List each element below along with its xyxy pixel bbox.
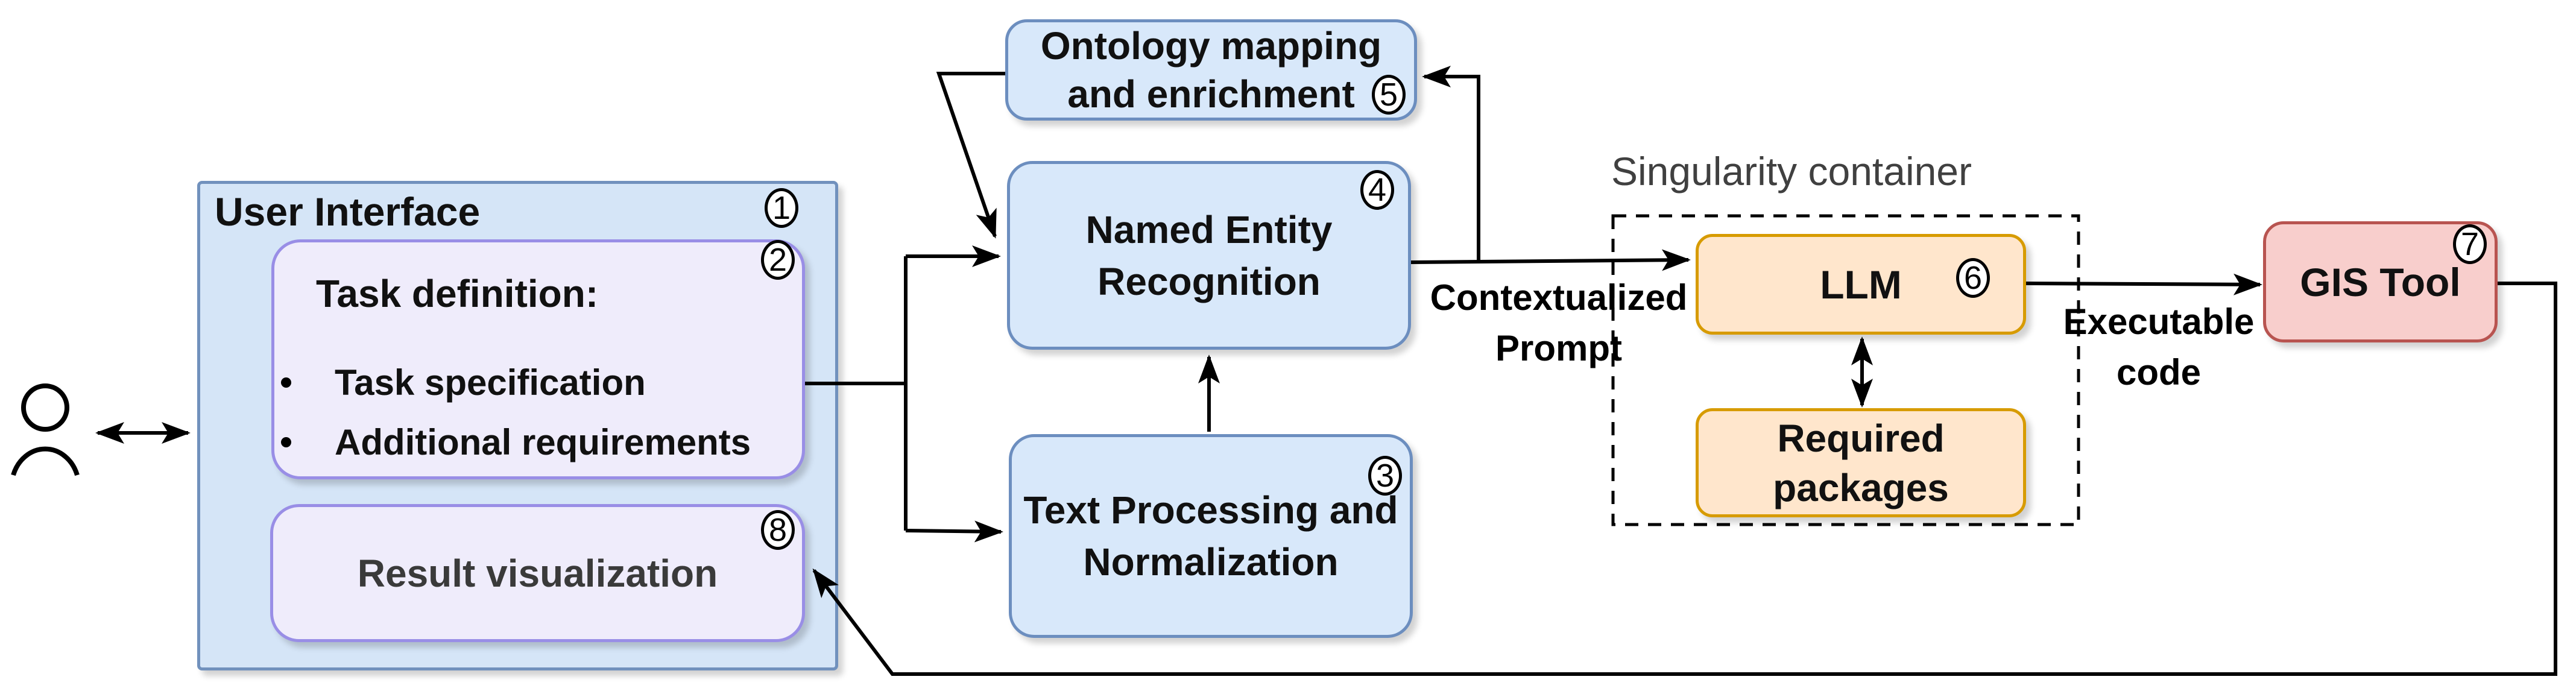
task-definition-title: Task definition: — [316, 272, 599, 315]
edge-ontology-ner — [936, 72, 1005, 239]
result-visualization-box: Result visualization — [270, 504, 805, 642]
task-definition-bullets: Task specification Additional requiremen… — [281, 362, 751, 481]
step-number-7: 7 — [2453, 224, 2487, 264]
edge-llm-gis — [2025, 273, 2262, 295]
ontology-label-line1: Ontology mapping — [1040, 24, 1382, 68]
user-icon — [11, 383, 80, 476]
executable-code-label: Executable code — [2063, 301, 2255, 393]
ontology-mapping-box: Ontology mapping and enrichment — [1005, 19, 1417, 121]
bullet-dot — [281, 377, 291, 388]
ner-label-line1: Named Entity — [1085, 207, 1333, 251]
step-number-5: 5 — [1372, 75, 1406, 115]
step-number-1: 1 — [765, 188, 798, 228]
ner-label-line2: Recognition — [1097, 259, 1321, 303]
bullet-dot — [281, 437, 291, 447]
text-processing-label-line1: Text Processing and — [1023, 488, 1398, 532]
user-interface-title: User Interface — [215, 189, 481, 234]
text-processing-box: Text Processing and Normalization — [1009, 434, 1413, 638]
task-definition-box — [271, 239, 805, 479]
step-number-3: 3 — [1368, 456, 1402, 496]
step-number-8: 8 — [761, 510, 795, 550]
bullet-item: Task specification — [281, 362, 751, 403]
step-number-2: 2 — [761, 240, 795, 280]
edge-to-text-processing — [905, 520, 1003, 543]
ontology-label-line2: and enrichment — [1067, 72, 1355, 116]
required-packages-line1: Required — [1777, 416, 1945, 460]
result-visualization-label: Result visualization — [357, 551, 718, 595]
required-packages-line2: packages — [1773, 465, 1949, 509]
named-entity-recognition-box: Named Entity Recognition — [1007, 161, 1411, 350]
bullet-text: Additional requirements — [335, 422, 751, 462]
edge-ner-ontology — [1422, 66, 1480, 262]
text-processing-label-line2: Normalization — [1083, 540, 1339, 584]
bullet-item: Additional requirements — [281, 421, 751, 463]
contextualized-prompt-label: Contextualized Prompt — [1430, 277, 1688, 368]
singularity-container-label: Singularity container — [1611, 149, 1972, 194]
llm-label: LLM — [1820, 262, 1902, 307]
gis-tool-label: GIS Tool — [2300, 259, 2461, 304]
required-packages-box: Required packages — [1696, 408, 2026, 517]
bullet-text: Task specification — [335, 362, 646, 403]
edge-ner-llm — [1410, 249, 1691, 271]
step-number-4: 4 — [1360, 170, 1394, 210]
step-number-6: 6 — [1956, 258, 1990, 298]
